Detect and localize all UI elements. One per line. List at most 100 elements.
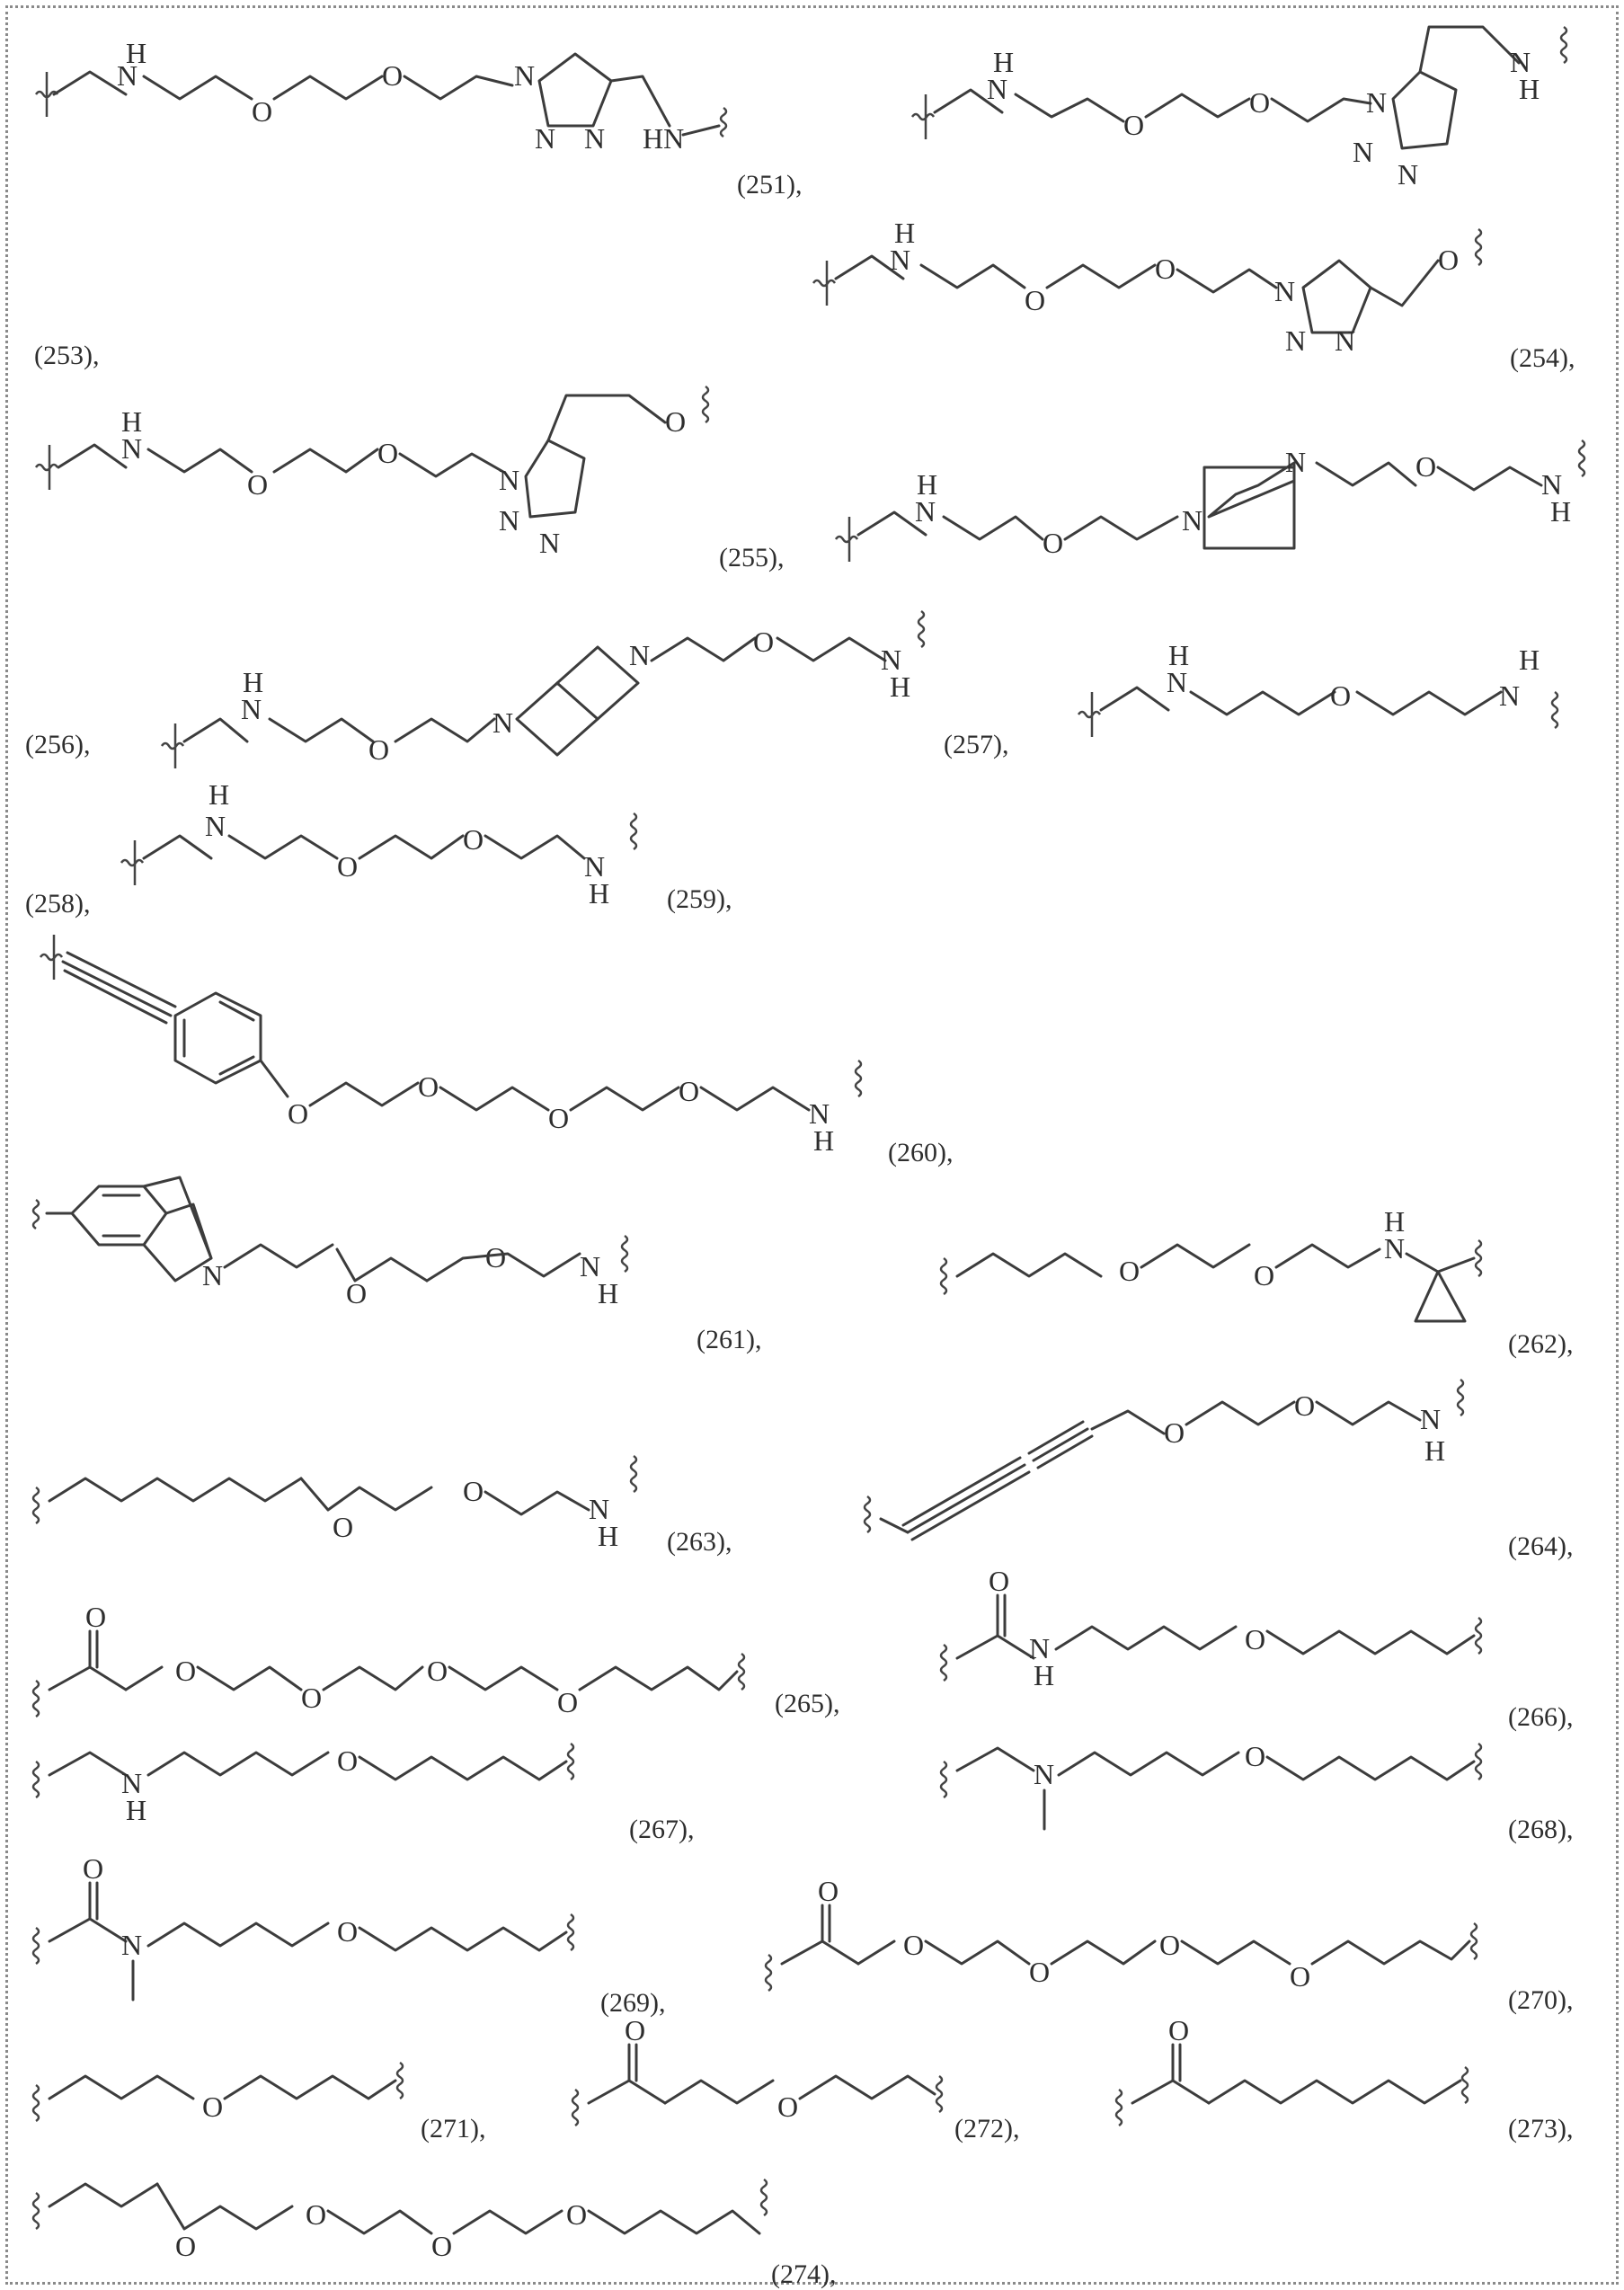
atom-N: N xyxy=(1335,324,1355,357)
atom-N: N xyxy=(1274,275,1295,307)
atom-O: O xyxy=(431,2230,452,2262)
atom-H: H xyxy=(598,1520,618,1552)
atom-O: O xyxy=(548,1102,569,1134)
atom-N: N xyxy=(499,504,519,537)
compound-label-255: (255), xyxy=(719,543,784,572)
atom-O: O xyxy=(1245,1740,1265,1772)
atom-H: H xyxy=(1424,1434,1445,1467)
atom-O: O xyxy=(377,437,398,469)
compound-label-260: (260), xyxy=(888,1138,953,1167)
atom-O: O xyxy=(247,468,268,501)
atom-O: O xyxy=(382,59,403,92)
atom-O: O xyxy=(418,1070,439,1103)
compound-label-261: (261), xyxy=(697,1325,761,1354)
atom-H: H xyxy=(1384,1205,1405,1238)
atom-O: O xyxy=(1155,253,1176,285)
compound-label-258: (258), xyxy=(25,889,90,919)
atom-N: N xyxy=(493,706,513,739)
atom-O: O xyxy=(306,2198,326,2231)
compound-label-253: (253), xyxy=(34,341,99,370)
atom-N: N xyxy=(1420,1403,1441,1435)
structure-255: H N O O N N N O (255), xyxy=(36,386,784,572)
atom-N: N xyxy=(629,639,650,671)
structure-263: O O N H (263), xyxy=(33,1456,732,1557)
atom-O: O xyxy=(1164,1416,1185,1449)
atom-O: O xyxy=(1245,1623,1265,1655)
atom-N: N xyxy=(121,1929,142,1961)
atom-H: H xyxy=(813,1124,834,1157)
atom-O: O xyxy=(753,626,774,658)
atom-O: O xyxy=(252,95,272,128)
compound-label-262: (262), xyxy=(1508,1329,1573,1359)
atom-O: O xyxy=(1123,109,1144,141)
atom-O: O xyxy=(1249,86,1270,119)
atom-N: N xyxy=(1167,666,1187,698)
compound-label-257: (257), xyxy=(944,730,1008,759)
atom-O: O xyxy=(1168,2014,1189,2046)
structure-254: H N O O N N N O (254), xyxy=(813,217,1575,373)
compound-label-264: (264), xyxy=(1508,1531,1573,1561)
atom-O: O xyxy=(557,1686,578,1718)
structure-270: O O O O O (270), xyxy=(766,1875,1573,2015)
atom-O: O xyxy=(337,850,358,883)
atom-O: O xyxy=(175,1655,196,1687)
atom-O: O xyxy=(1415,450,1436,483)
atom-N: N xyxy=(117,59,138,92)
atom-H: H xyxy=(1550,495,1571,528)
structure-273: O (273), xyxy=(1116,2014,1573,2144)
atom-N: N xyxy=(205,810,226,842)
atom-N: N xyxy=(202,1259,223,1291)
structure-264: O O N H (264), xyxy=(865,1380,1573,1561)
atom-O: O xyxy=(463,1475,484,1507)
atom-HN: HN xyxy=(643,122,684,155)
atom-O: O xyxy=(1025,284,1045,316)
atom-O: O xyxy=(1438,244,1459,276)
atom-O: O xyxy=(175,2230,196,2262)
atom-O: O xyxy=(463,823,484,856)
atom-O: O xyxy=(777,2090,798,2123)
atom-N: N xyxy=(584,122,605,155)
atom-O: O xyxy=(665,405,686,438)
atom-O: O xyxy=(818,1875,839,1907)
compound-label-270: (270), xyxy=(1508,1985,1573,2015)
structure-261: N O O N H (261), xyxy=(33,1177,761,1354)
atom-O: O xyxy=(679,1075,699,1107)
atom-O: O xyxy=(288,1097,308,1130)
atom-H: H xyxy=(1034,1659,1054,1691)
structure-268: N O (268), xyxy=(941,1740,1573,1844)
atom-N: N xyxy=(535,122,555,155)
structure-259: H N O O N H (259), xyxy=(121,778,732,914)
atom-H: H xyxy=(1519,73,1540,105)
compound-label-271: (271), xyxy=(421,2114,485,2144)
compound-label-273: (273), xyxy=(1508,2114,1573,2144)
compound-label-268: (268), xyxy=(1508,1815,1573,1844)
atom-H: H xyxy=(890,670,910,703)
structure-257: H N O N N O N H (257), xyxy=(162,611,1008,768)
compound-label-272: (272), xyxy=(954,2114,1019,2144)
atom-O: O xyxy=(485,1241,506,1274)
atom-O: O xyxy=(83,1852,103,1885)
atom-O: O xyxy=(1290,1960,1310,1993)
structure-266: O N H O (266), xyxy=(941,1565,1573,1732)
atom-O: O xyxy=(368,733,389,766)
atom-N: N xyxy=(1366,86,1387,119)
structure-251: H N O O N N N HN (251), xyxy=(36,37,802,200)
atom-O: O xyxy=(346,1277,367,1309)
atom-N: N xyxy=(1182,504,1202,537)
compound-label-256: (256), xyxy=(25,730,90,759)
atom-O: O xyxy=(427,1655,448,1687)
structure-267: N H O (267), xyxy=(33,1744,694,1844)
atom-H: H xyxy=(589,877,609,910)
atom-H: H xyxy=(1519,644,1540,676)
atom-N: N xyxy=(1499,679,1520,712)
atom-N: N xyxy=(1285,446,1306,478)
atom-N: N xyxy=(499,464,519,496)
atom-N: N xyxy=(890,244,910,276)
atom-O: O xyxy=(202,2090,223,2123)
atom-O: O xyxy=(989,1565,1009,1597)
atom-O: O xyxy=(333,1511,353,1543)
atom-N: N xyxy=(121,432,142,465)
atom-O: O xyxy=(301,1682,322,1714)
